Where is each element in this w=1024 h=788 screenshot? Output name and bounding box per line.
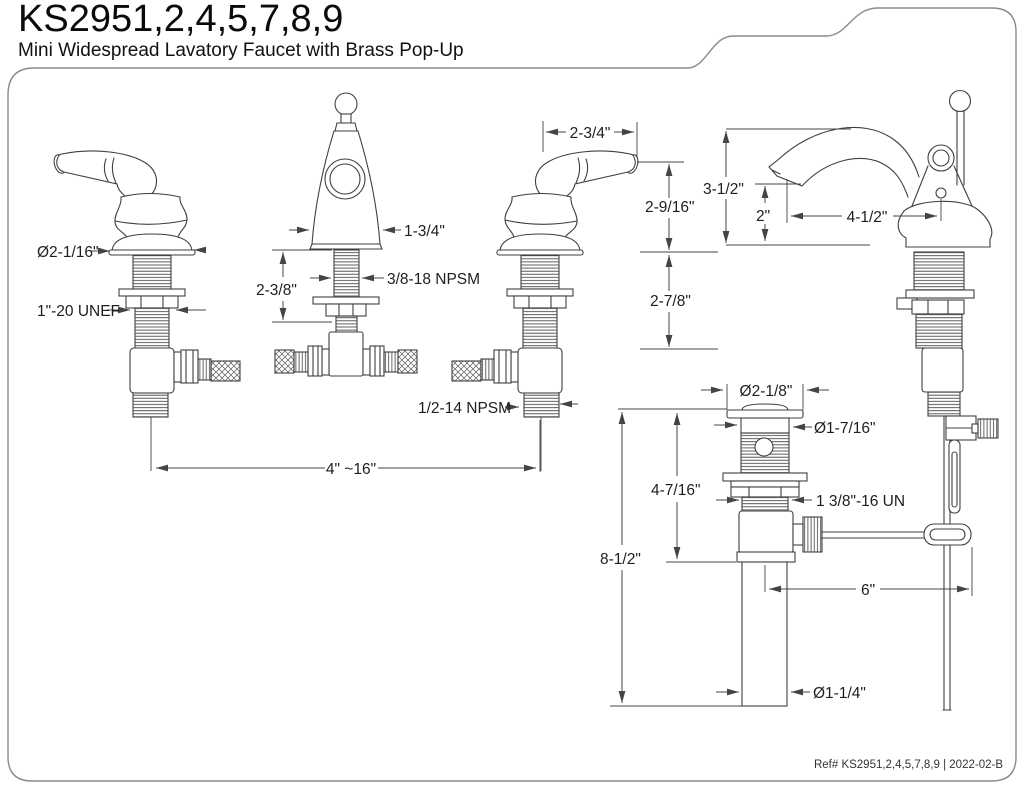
dim-pivot-rod-length: 6" [861,582,875,599]
popup-drain-dimensions: Ø2-1/8" Ø1-7/16" 4-7/16" 1 3/8"-16 UN 8-… [600,383,973,707]
dim-spout-shank-height: 2-3/8" [256,282,297,299]
dim-spout-shank-thread: 3/8-18 NPSM [387,271,480,288]
front-view-dimensions: Ø2-1/16" 1"-20 UNEF 1-3/4" 3/8-18 NPSM 2… [37,121,718,478]
title-block: KS2951,2,4,5,7,8,9 Mini Widespread Lavat… [18,0,464,62]
dim-handle-width: 2-3/4" [570,125,611,142]
dim-spout-base-width: 1-3/4" [404,223,445,240]
dim-faucet-spread: 4" ~16" [326,461,376,478]
front-view-right-handle [451,150,641,472]
page-subtitle: Mini Widespread Lavatory Faucet with Bra… [18,39,464,61]
side-view-dimensions: 3-1/2" 2" 4-1/2" [703,128,942,246]
dim-spout-outlet-height: 2" [756,208,770,225]
front-view-spout [274,92,418,377]
popup-drain [722,403,823,707]
dim-handle-height-above-deck: 2-9/16" [645,199,694,216]
dim-handle-shank-thread: 1"-20 UNEF [37,303,120,320]
dim-handle-flange-diameter: Ø2-1/16" [37,244,99,261]
dim-drain-body-thread: 1 3/8"-16 UN [816,493,905,510]
dim-shank-length-below-deck: 2-7/8" [650,293,691,310]
dim-drain-body-diameter: Ø1-7/16" [814,420,876,437]
footer-reference: Ref# KS2951,2,4,5,7,8,9 | 2022-02-B [814,759,1003,771]
dim-tailpiece-diameter: Ø1-1/4" [813,685,866,702]
sheet-border [7,7,1017,782]
dim-drain-upper-body-length: 4-7/16" [651,482,700,499]
page-title: KS2951,2,4,5,7,8,9 [18,0,344,40]
dim-supply-inlet-thread: 1/2-14 NPSM [418,400,511,417]
dim-spout-reach: 4-1/2" [847,209,888,226]
dim-drain-flange-diameter: Ø2-1/8" [740,383,793,400]
side-view-faucet [768,89,999,711]
dim-drain-overall-length: 8-1/2" [600,551,641,568]
dim-overall-height: 3-1/2" [703,181,744,198]
